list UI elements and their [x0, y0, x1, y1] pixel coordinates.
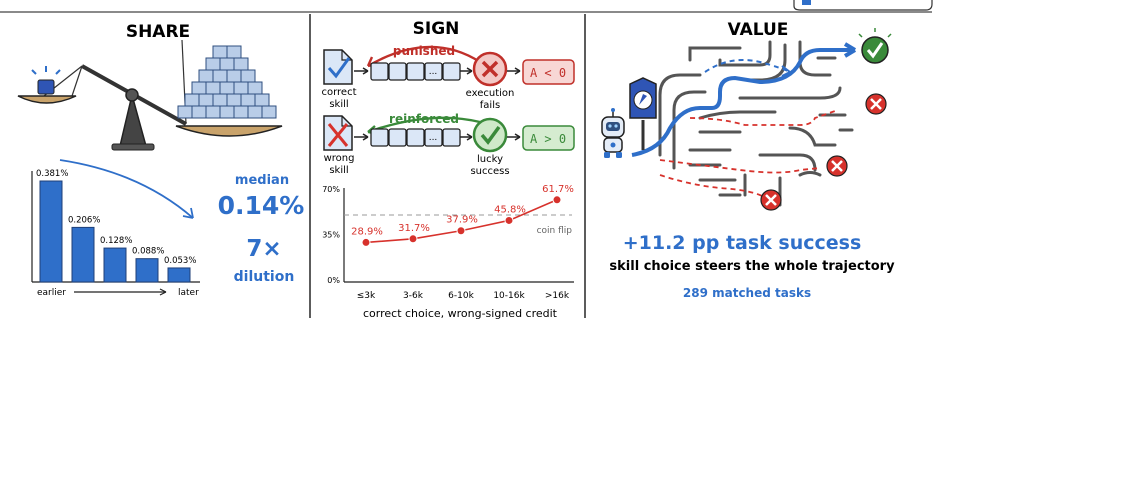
- wrong-skill-label-1: wrong: [324, 153, 355, 164]
- token-sequence-1: [370, 62, 461, 81]
- share-bar-label: 0.206%: [68, 215, 100, 225]
- sign-x-tick: 3-6k: [403, 291, 424, 301]
- legend-swatch: [802, 0, 811, 5]
- sign-point-label: 31.7%: [398, 223, 430, 234]
- failed-paths: [659, 109, 839, 197]
- punished-arc: [367, 45, 481, 68]
- document-x-icon: [323, 115, 353, 151]
- advantage-positive: A > 0: [530, 132, 566, 146]
- sign-x-tick: ≤3k: [357, 291, 376, 301]
- sign-point: [408, 234, 418, 244]
- sign-point: [456, 226, 466, 236]
- fail-x-icon-3: [760, 189, 782, 211]
- ellipsis-1: ...: [429, 67, 438, 77]
- execution-fails-label-1: execution: [466, 88, 515, 99]
- value-footnote: 289 matched tasks: [683, 286, 811, 300]
- legend-box-fragment: [793, 0, 933, 11]
- advantage-negative: A < 0: [530, 66, 566, 80]
- sign-point: [552, 195, 562, 205]
- alt-path-blue: [704, 59, 791, 73]
- lucky-success-label-2: success: [470, 166, 509, 177]
- sign-point-label: 61.7%: [542, 184, 574, 195]
- share-panel: SHARE: [17, 22, 305, 298]
- fail-x-icon-2: [826, 155, 848, 177]
- sign-point-label: 45.8%: [494, 204, 526, 215]
- maze-icon: [658, 40, 854, 207]
- success-check-icon: [472, 117, 508, 153]
- dilution-label: dilution: [234, 269, 295, 285]
- value-subline: skill choice steers the whole trajectory: [609, 259, 895, 274]
- fail-x-icon: [472, 51, 508, 87]
- share-bar-chart: 0.381% 0.206% 0.128%0.088%0.053%: [31, 169, 200, 283]
- advantage-negative-box: [522, 59, 575, 85]
- sign-x-tick: >16k: [545, 291, 570, 301]
- sign-y-tick: 70%: [322, 185, 340, 194]
- lucky-success-label-1: lucky: [477, 154, 503, 165]
- trend-arrow: [59, 159, 194, 219]
- share-bar-label: 0.088%: [132, 247, 164, 257]
- sign-y-tick: 0%: [327, 276, 340, 285]
- compass-signpost-icon: [629, 77, 657, 150]
- advantage-positive-box: [522, 125, 575, 151]
- sign-x-tick: 10-16k: [493, 291, 525, 301]
- fail-x-icon-1: [865, 93, 887, 115]
- value-title: VALUE: [728, 20, 789, 40]
- sign-y-tick: 35%: [322, 231, 340, 240]
- sign-x-tick: 6-10k: [448, 291, 474, 301]
- coin-flip-label: coin flip: [537, 226, 573, 236]
- sign-point: [361, 237, 371, 247]
- execution-fails-label-2: fails: [480, 100, 500, 111]
- sign-point: [504, 215, 514, 225]
- sign-row-wrong-skill: reinforced wrong skill ... lucky success: [323, 112, 575, 177]
- share-bar: [71, 226, 95, 283]
- share-bar: [39, 180, 63, 283]
- share-bar: [135, 258, 159, 283]
- sign-row-correct-skill: punished correct skill ... execution fai…: [321, 44, 575, 111]
- balance-scale-icon: [17, 39, 283, 151]
- sign-title: SIGN: [413, 19, 460, 39]
- success-check-icon-maze: [858, 28, 892, 64]
- document-check-icon: [323, 49, 353, 85]
- chosen-path: [631, 48, 855, 157]
- correct-skill-label-1: correct: [321, 87, 356, 98]
- sign-line-chart: 0% 35% 70% 28.9% ≤3k 31.7% 3-6k 37.9% 6-10k 45.8%…: [322, 184, 574, 301]
- axis-earlier-label: earlier: [37, 288, 66, 298]
- correct-skill-label-2: skill: [329, 99, 348, 110]
- chosen-path-arrowhead: [843, 42, 857, 58]
- time-arrowhead: [159, 288, 167, 296]
- value-headline: +11.2 pp task success: [623, 232, 862, 254]
- share-bar-label: 0.381%: [36, 169, 68, 179]
- share-title: SHARE: [126, 22, 190, 42]
- reinforced-arc: [367, 116, 481, 134]
- median-value: 0.14%: [218, 191, 305, 220]
- median-label: median: [235, 173, 289, 188]
- share-bar: [167, 267, 191, 283]
- trend-arrowhead: [182, 207, 194, 219]
- axis-later-label: later: [178, 288, 199, 298]
- ellipsis-2: ...: [429, 133, 438, 143]
- sign-caption: correct choice, wrong-signed credit: [363, 307, 558, 320]
- share-bar-label: 0.053%: [164, 256, 196, 266]
- share-bar-label: 0.128%: [100, 236, 132, 246]
- share-bar: [103, 247, 127, 283]
- sign-point-label: 28.9%: [351, 226, 383, 237]
- token-sequence-2: [370, 128, 461, 147]
- sign-point-label: 37.9%: [446, 215, 478, 226]
- punished-label: punished: [393, 44, 455, 58]
- sign-panel: SIGN punished correct skill ...: [321, 19, 575, 320]
- reinforced-label: reinforced: [389, 112, 459, 126]
- wrong-skill-label-2: skill: [329, 165, 348, 176]
- value-panel: VALUE: [601, 20, 895, 300]
- robot-agent-icon: [601, 108, 625, 158]
- dilution-value: 7×: [246, 236, 281, 262]
